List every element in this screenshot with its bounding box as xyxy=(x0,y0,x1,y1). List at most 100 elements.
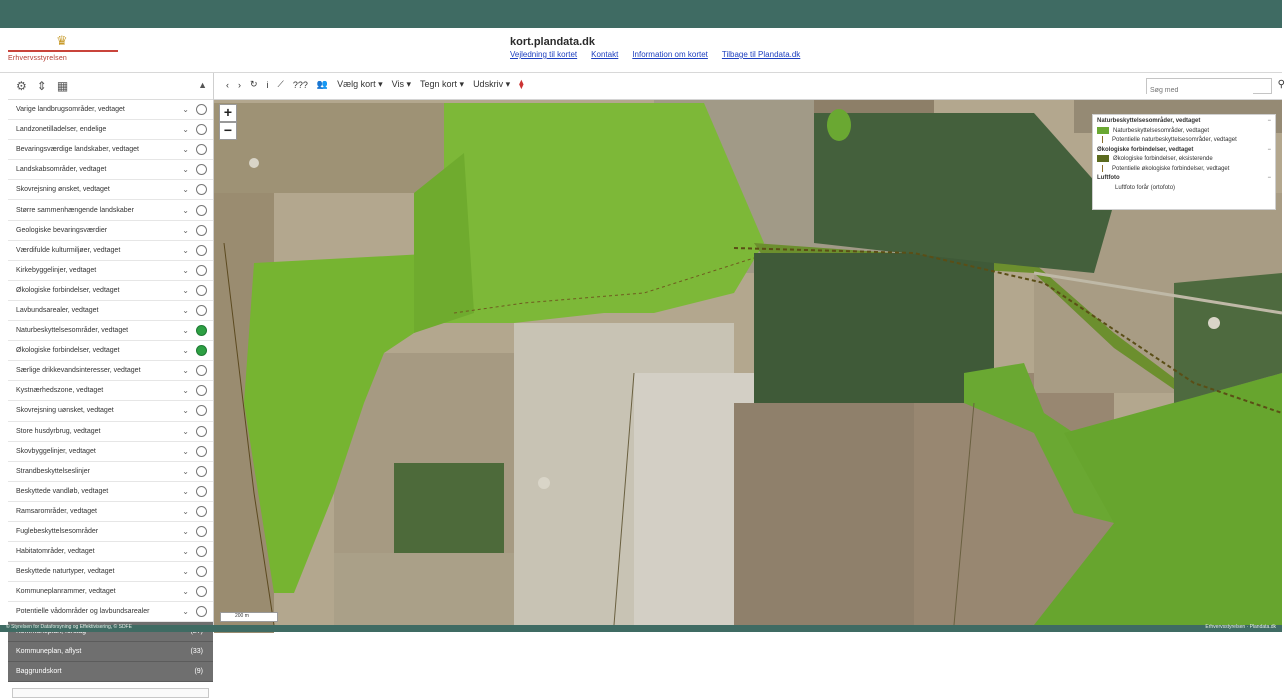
link-back[interactable]: Tilbage til Plandata.dk xyxy=(721,50,801,59)
chevron-down-icon[interactable]: ⌄ xyxy=(182,285,189,295)
collapse-icon[interactable]: − xyxy=(1267,175,1271,182)
layer-toggle[interactable] xyxy=(196,204,207,216)
search-icon[interactable]: ⚲ xyxy=(1277,79,1285,90)
layer-toggle[interactable] xyxy=(196,505,207,517)
layer-row[interactable]: Naturbeskyttelsesområder, vedtaget⌄ xyxy=(8,321,213,342)
layer-toggle[interactable] xyxy=(196,224,207,236)
layer-group[interactable]: Kommuneplan, aflyst(33) xyxy=(8,642,213,663)
chevron-down-icon[interactable]: ⌄ xyxy=(182,185,189,195)
chevron-down-icon[interactable]: ⌄ xyxy=(182,366,189,376)
chevron-down-icon[interactable]: ⌄ xyxy=(182,346,189,356)
layer-toggle[interactable] xyxy=(196,104,207,116)
collapse-icon[interactable]: − xyxy=(1267,118,1271,124)
zoom-out-button[interactable]: − xyxy=(219,122,237,140)
layer-toggle[interactable] xyxy=(196,345,207,357)
layer-row[interactable]: Værdifulde kulturmiljøer, vedtaget⌄ xyxy=(8,241,213,261)
layer-group[interactable]: Baggrundskort(9) xyxy=(8,662,213,683)
link-contact[interactable]: Kontakt xyxy=(591,50,619,59)
layer-toggle[interactable] xyxy=(196,304,207,316)
layer-toggle[interactable] xyxy=(196,546,207,558)
map-search-input[interactable] xyxy=(1147,84,1253,97)
users-icon[interactable]: 👥 xyxy=(316,79,329,89)
layer-toggle[interactable] xyxy=(196,425,207,437)
chevron-down-icon[interactable]: ⌄ xyxy=(182,446,189,456)
map-search[interactable]: ⚲ xyxy=(1146,78,1285,97)
chevron-down-icon[interactable]: ⌄ xyxy=(182,145,189,155)
chevron-down-icon[interactable]: ⌄ xyxy=(182,587,189,597)
layer-toggle[interactable] xyxy=(196,566,207,578)
link-info[interactable]: Information om kortet xyxy=(632,50,708,59)
layer-row[interactable]: Skovbyggelinjer, vedtaget⌄ xyxy=(8,442,213,462)
chevron-down-icon[interactable]: ⌄ xyxy=(182,426,189,436)
pin-icon[interactable]: ⧫ xyxy=(519,79,524,89)
chevron-down-icon[interactable]: ⌄ xyxy=(182,466,189,476)
settings-icon[interactable]: ⚙ xyxy=(16,79,27,93)
layer-row[interactable]: Strandbeskyttelseslinjer⌄ xyxy=(8,462,213,482)
grid-icon[interactable]: ▦ xyxy=(56,79,69,93)
forward-button[interactable]: › xyxy=(238,79,241,90)
layer-toggle[interactable] xyxy=(196,606,207,618)
collapse-icon[interactable]: − xyxy=(1267,146,1271,153)
layer-row[interactable]: Potentielle vådområder og lavbundsareale… xyxy=(8,602,213,623)
layer-toggle[interactable] xyxy=(196,164,207,176)
layer-toggle[interactable] xyxy=(196,264,207,276)
chevron-down-icon[interactable]: ⌄ xyxy=(182,386,189,396)
link-guide[interactable]: Vejledning til kortet xyxy=(510,50,578,59)
layer-toggle[interactable] xyxy=(196,244,207,256)
layer-row[interactable]: Habitatområder, vedtaget⌄ xyxy=(8,542,213,563)
layer-row[interactable]: Beskyttede vandløb, vedtaget⌄ xyxy=(8,482,213,502)
chevron-down-icon[interactable]: ⌄ xyxy=(182,486,189,496)
layer-toggle[interactable] xyxy=(196,405,207,417)
menu-print[interactable]: Udskriv ▾ xyxy=(473,79,511,89)
chevron-down-icon[interactable]: ⌄ xyxy=(182,326,189,336)
sidebar-search-bar[interactable] xyxy=(12,688,209,698)
layer-toggle[interactable] xyxy=(196,184,207,196)
layer-toggle[interactable] xyxy=(196,445,207,457)
zoom-in-button[interactable]: + xyxy=(219,104,237,122)
layer-row[interactable]: Ramsarområder, vedtaget⌄ xyxy=(8,502,213,522)
collapse-icon[interactable]: ▲ xyxy=(198,80,207,90)
chevron-down-icon[interactable]: ⌄ xyxy=(182,527,189,537)
chevron-down-icon[interactable]: ⌄ xyxy=(182,607,189,617)
layer-toggle[interactable] xyxy=(196,284,207,296)
layer-toggle[interactable] xyxy=(196,586,207,598)
measure-button[interactable]: ⟋ xyxy=(277,79,284,89)
layer-row[interactable]: Beskyttede naturtyper, vedtaget⌄ xyxy=(8,562,213,583)
footer-credit[interactable]: Erhvervsstyrelsen · Plandata.dk xyxy=(1205,624,1276,630)
layer-toggle[interactable] xyxy=(196,485,207,497)
chevron-down-icon[interactable]: ⌄ xyxy=(182,205,189,215)
layer-row[interactable]: Store husdyrbrug, vedtaget⌄ xyxy=(8,422,213,442)
layer-toggle[interactable] xyxy=(196,365,207,377)
layer-row[interactable]: Økologiske forbindelser, vedtaget⌄ xyxy=(8,341,213,362)
sort-icon[interactable]: ⇕ xyxy=(36,79,47,93)
layer-toggle[interactable] xyxy=(196,465,207,477)
layer-toggle[interactable] xyxy=(196,144,207,156)
menu-maps[interactable]: Vælg kort ▾ xyxy=(337,79,383,89)
menu-view[interactable]: Vis ▾ xyxy=(391,79,412,89)
chevron-down-icon[interactable]: ⌄ xyxy=(182,305,189,315)
layer-row[interactable]: Skovrejsning uønsket, vedtaget⌄ xyxy=(8,401,213,422)
chevron-down-icon[interactable]: ⌄ xyxy=(182,406,189,416)
layer-row[interactable]: Fuglebeskyttelsesområder⌄ xyxy=(8,522,213,543)
layer-row[interactable]: Kirkebyggelinjer, vedtaget⌄ xyxy=(8,261,213,281)
layer-toggle[interactable] xyxy=(196,526,207,538)
layer-row[interactable]: Økologiske forbindelser, vedtaget⌄ xyxy=(8,281,213,301)
back-button[interactable]: ‹ xyxy=(226,79,229,90)
layer-row[interactable]: Kystnærhedszone, vedtaget⌄ xyxy=(8,381,213,402)
layer-toggle[interactable] xyxy=(196,325,207,337)
chevron-down-icon[interactable]: ⌄ xyxy=(182,105,189,115)
chevron-down-icon[interactable]: ⌄ xyxy=(182,165,189,175)
layer-row[interactable]: Større sammenhængende landskaber⌄ xyxy=(8,200,213,221)
info-button[interactable]: i xyxy=(266,79,269,90)
chevron-down-icon[interactable]: ⌄ xyxy=(182,547,189,557)
layer-row[interactable]: Varige landbrugsområder, vedtaget⌄ xyxy=(8,100,213,121)
chevron-down-icon[interactable]: ⌄ xyxy=(182,265,189,275)
layer-row[interactable]: Lavbundsarealer, vedtaget⌄ xyxy=(8,301,213,322)
chevron-down-icon[interactable]: ⌄ xyxy=(182,245,189,255)
layer-row[interactable]: Landskabsområder, vedtaget⌄ xyxy=(8,160,213,181)
chevron-down-icon[interactable]: ⌄ xyxy=(182,225,189,235)
logo[interactable]: ♛ Erhvervsstyrelsen xyxy=(8,34,128,66)
layer-row[interactable]: Skovrejsning ønsket, vedtaget⌄ xyxy=(8,180,213,201)
chevron-down-icon[interactable]: ⌄ xyxy=(182,506,189,516)
menu-draw[interactable]: Tegn kort ▾ xyxy=(420,79,465,89)
